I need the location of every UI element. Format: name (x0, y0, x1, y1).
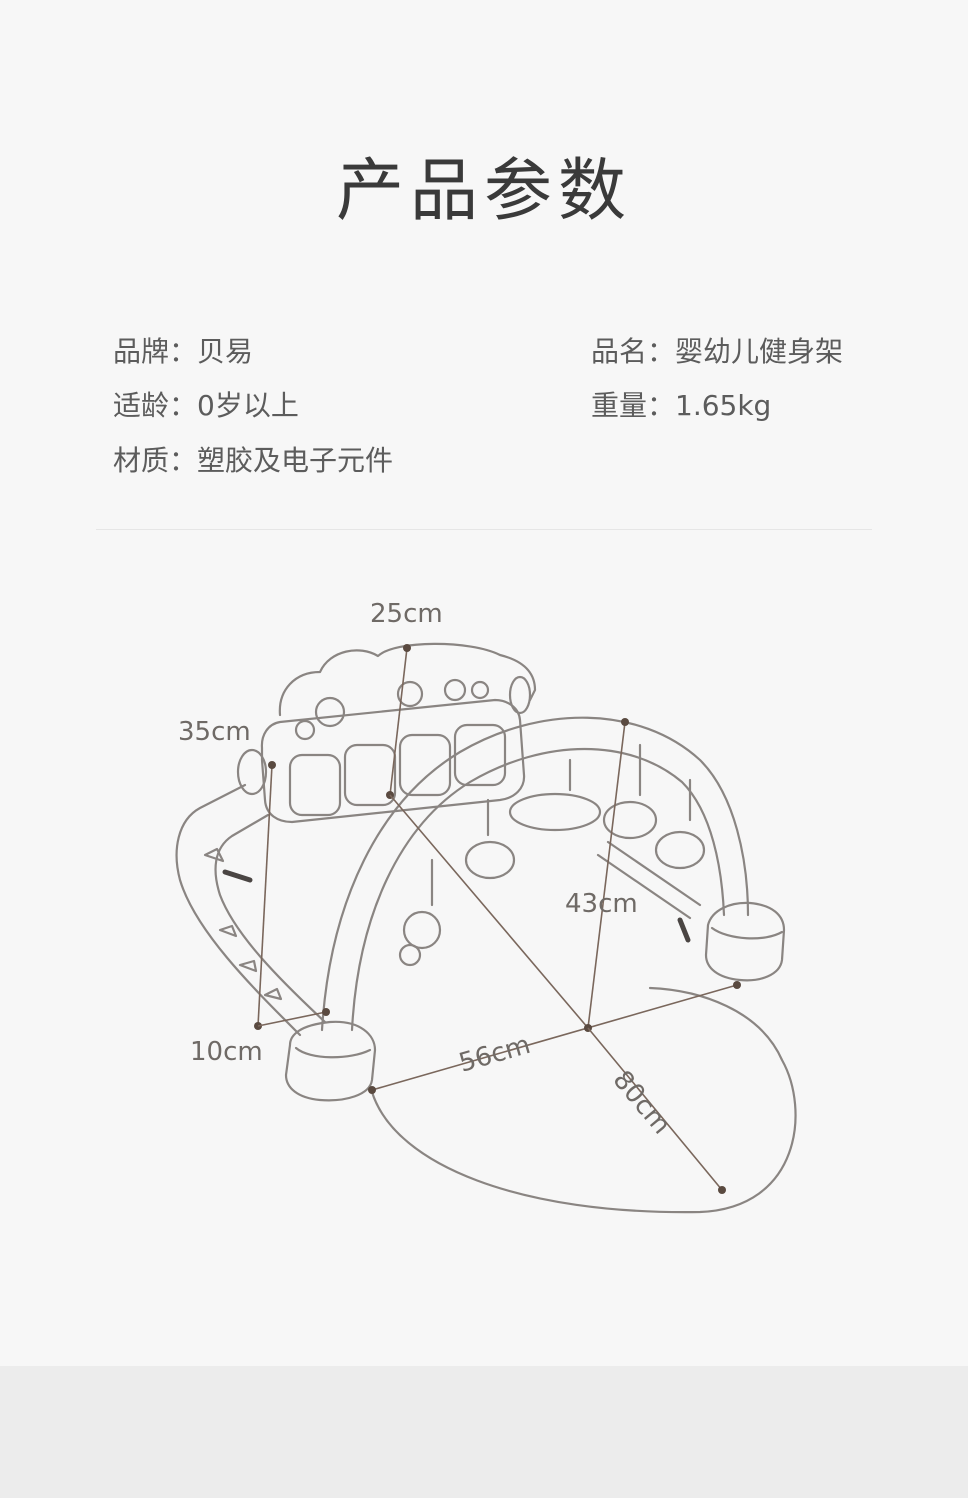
label-panel-height: 35cm (178, 717, 251, 747)
label-base-height: 10cm (190, 1037, 263, 1067)
play-gym-illustration (175, 642, 797, 1214)
spec-material: 材质：塑胶及电子元件 (113, 444, 394, 477)
page-title: 产品参数 (335, 152, 632, 231)
dimension-lines (254, 644, 741, 1194)
label-mat-width: 56cm (456, 1030, 534, 1079)
label-mat-length: 80cm (607, 1065, 677, 1140)
dimension-labels: 25cm 35cm 43cm 10cm 56cm 80cm (178, 599, 676, 1140)
section-divider (96, 529, 872, 530)
label-top-width: 25cm (370, 599, 443, 629)
spec-brand: 品牌：贝易 (113, 335, 254, 368)
label-arch-height: 43cm (565, 889, 638, 919)
footer-band (0, 1366, 968, 1498)
spec-age: 适龄：0岁以上 (113, 389, 299, 422)
spec-weight: 重量：1.65kg (591, 389, 772, 422)
spec-product-name: 品名：婴幼儿健身架 (591, 335, 844, 368)
